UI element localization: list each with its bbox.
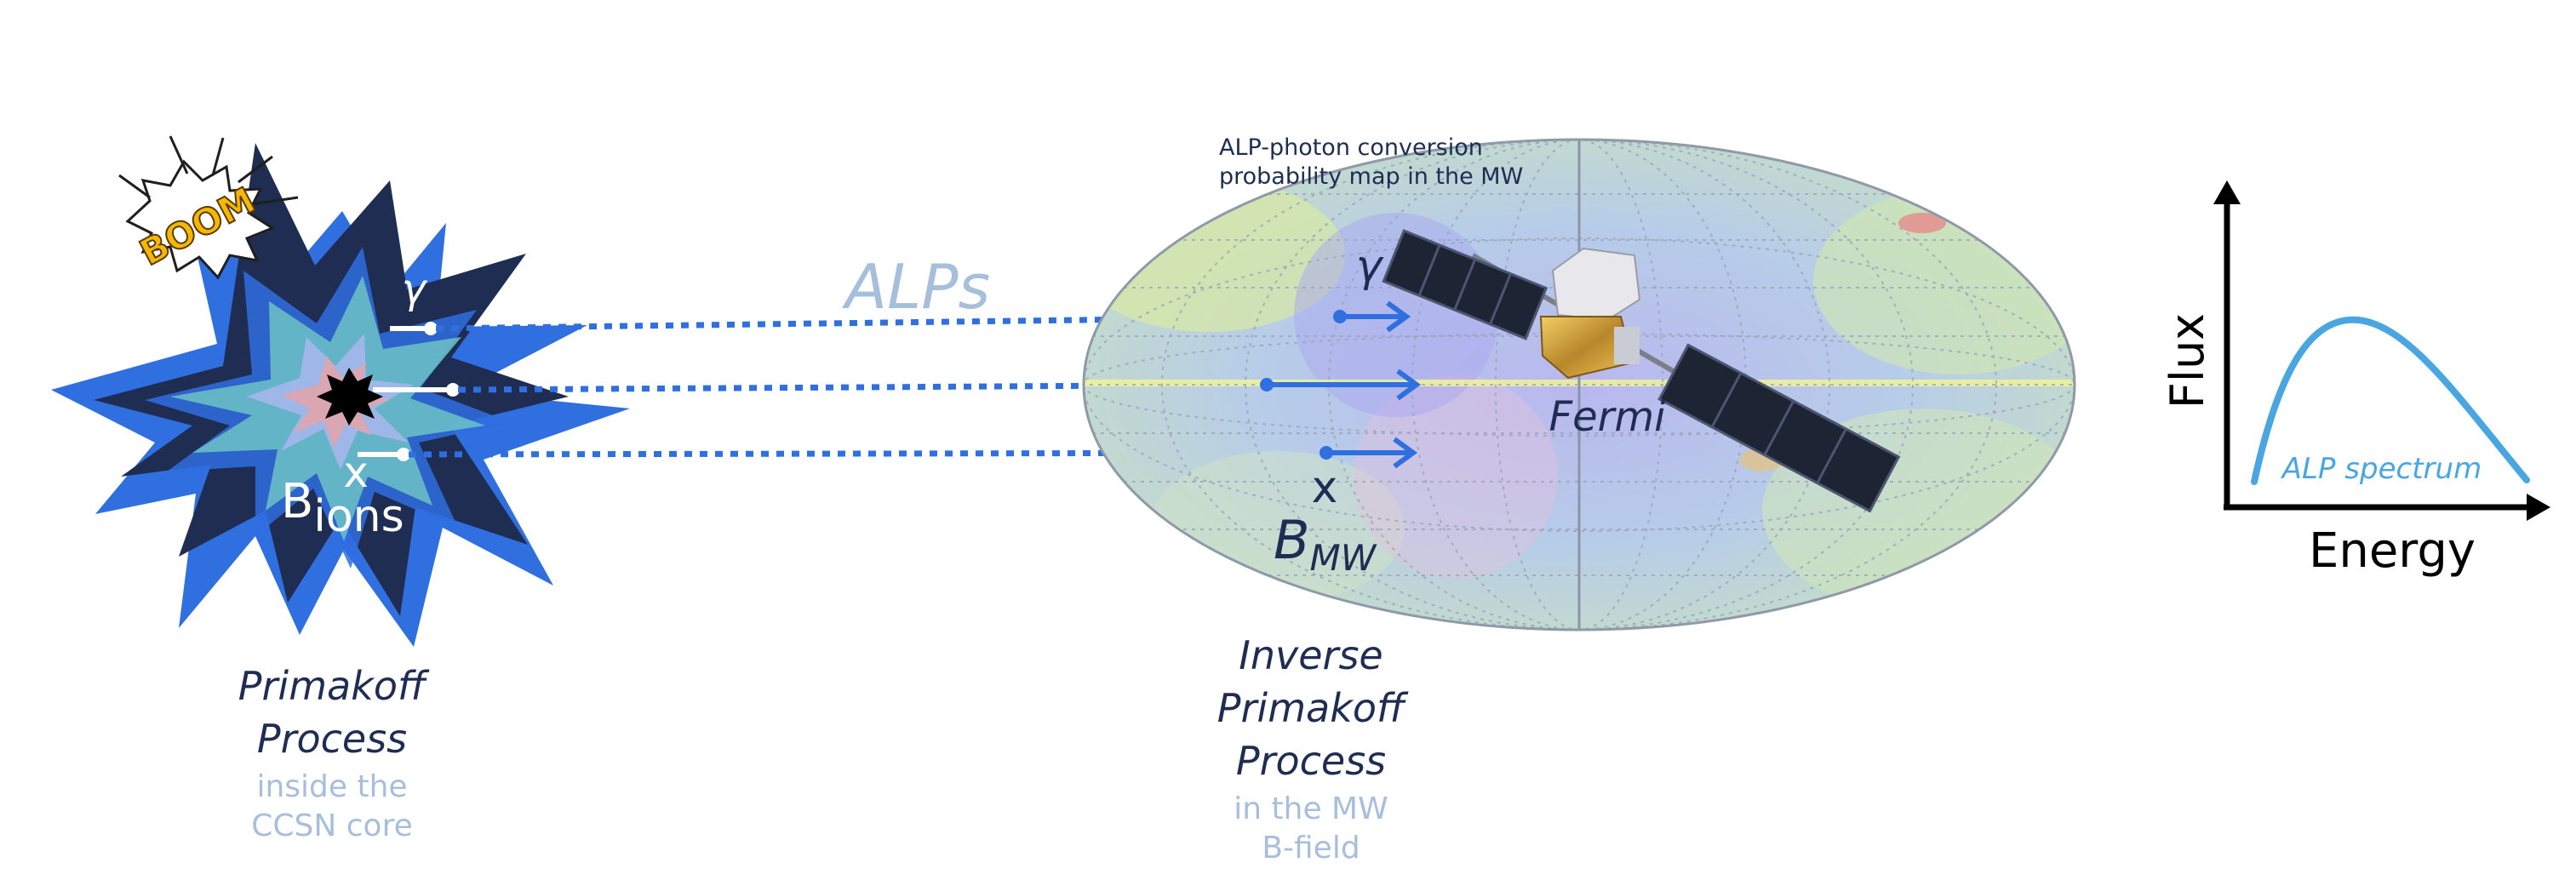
sn-dot-bot <box>397 448 410 461</box>
fermi-satellite-icon: Fermi <box>1382 229 1901 513</box>
sn-dot-top <box>424 322 438 335</box>
fermi-label: Fermi <box>1549 393 1667 441</box>
bmw-sub: MW <box>1310 537 1377 579</box>
bmw-label: BMW <box>1274 509 1377 579</box>
inverse-sub2: B-field <box>1262 831 1360 866</box>
inverse-sub1: in the MW <box>1234 791 1388 826</box>
sn-dot-mid <box>446 383 460 397</box>
conversion-dot-mid <box>1260 378 1274 391</box>
spectrum-x-arrow-icon <box>2527 494 2550 521</box>
explosion-center-icon <box>317 368 383 426</box>
supernova: BOOM γ x Bions <box>51 135 630 647</box>
bmw-main: B <box>1274 509 1310 571</box>
primakoff-sub2: CCSN core <box>251 809 412 843</box>
conversion-dot-bot <box>1319 446 1333 460</box>
alps-label: ALPs <box>842 251 990 323</box>
alp-beam-mid <box>457 381 1268 393</box>
boom-icon: BOOM <box>118 135 299 280</box>
b-ions-main: B <box>281 474 313 529</box>
b-ions-sub: ions <box>313 491 404 542</box>
photon-arrows <box>1267 300 1422 469</box>
alp-spectrum-curve <box>2251 316 2530 485</box>
sky-map: ALP-photon conversion probability map in… <box>1082 134 2076 631</box>
mw-gamma-label: γ <box>1356 241 1385 292</box>
inverse-primakoff-caption: Inverse Primakoff Process in the MW B-fi… <box>1217 632 1409 866</box>
inverse-line1: Inverse <box>1239 632 1382 678</box>
primakoff-line1: Primakoff <box>238 663 430 709</box>
spectrum-ylabel: Flux <box>2161 313 2214 409</box>
sky-map-title-line1: ALP-photon conversion <box>1219 134 1483 161</box>
spectrum-curve-label: ALP spectrum <box>2281 452 2482 486</box>
sky-map-title-line2: probability map in the MW <box>1219 163 1523 190</box>
spectrum-sketch: ALP spectrum Flux Energy <box>2161 180 2550 579</box>
conversion-dot-top <box>1333 310 1347 323</box>
spectrum-y-arrow-icon <box>2213 180 2241 204</box>
b-ions-label: Bions <box>281 474 404 542</box>
inverse-line2: Primakoff <box>1217 685 1409 731</box>
mw-x-label: x <box>1312 462 1338 513</box>
primakoff-sub1: inside the <box>256 769 407 804</box>
primakoff-line2: Process <box>257 716 407 762</box>
spectrum-xlabel: Energy <box>2309 523 2476 579</box>
sn-gamma-label: γ <box>402 266 428 313</box>
primakoff-caption: Primakoff Process inside the CCSN core <box>238 663 430 843</box>
inverse-line3: Process <box>1236 738 1386 784</box>
